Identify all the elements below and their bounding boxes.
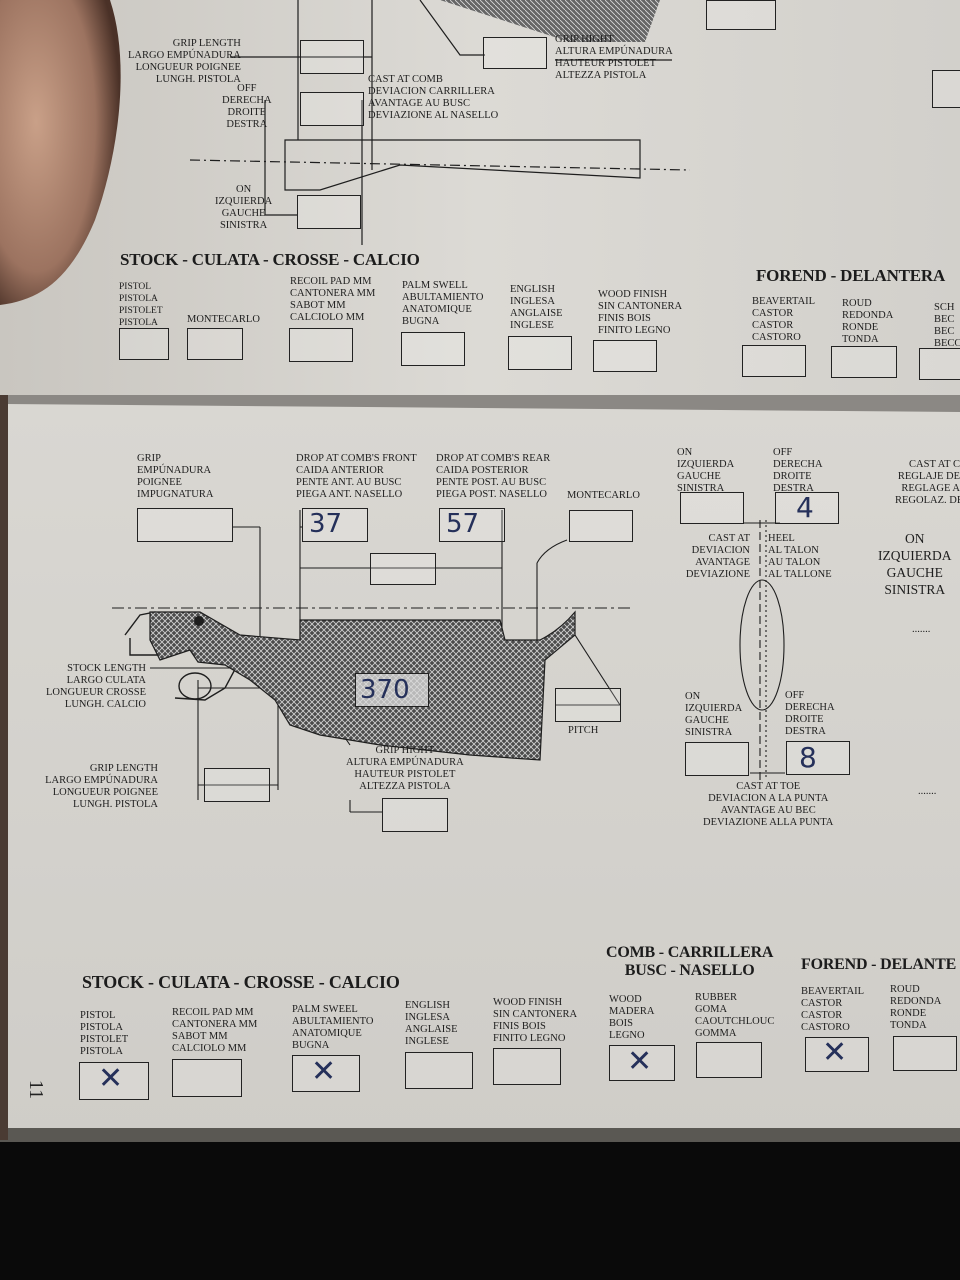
top-cast-off-box[interactable]	[300, 92, 364, 126]
comb-checkbox-wood[interactable]: ✕	[609, 1045, 675, 1081]
top-forend-checkbox-round[interactable]	[831, 346, 897, 378]
top-forend-checkbox-partial[interactable]	[919, 348, 960, 380]
grip-box[interactable]	[137, 508, 233, 542]
top-stock-checkbox-pistol[interactable]	[119, 328, 169, 360]
top-stock-option-montecarlo: MONTECARLO	[187, 314, 260, 325]
montecarlo-label: MONTECARLO	[567, 490, 640, 501]
top-stock-checkbox-montecarlo[interactable]	[187, 328, 243, 360]
comb-checkmark-wood: ✕	[627, 1044, 653, 1079]
cast-toe-off-box[interactable]: 8	[786, 741, 850, 775]
top-forend-checkbox-beavertail[interactable]	[742, 345, 806, 377]
comb-checkbox-rubber[interactable]	[696, 1042, 762, 1078]
top-right-partial-box[interactable]	[932, 70, 960, 108]
forend-checkbox-round[interactable]	[893, 1036, 957, 1071]
cast-heel-on-box[interactable]	[680, 492, 744, 524]
top-stock-checkbox-english[interactable]	[508, 336, 572, 370]
stock-checkbox-english[interactable]	[405, 1052, 473, 1089]
cast-heel-value: 4	[796, 491, 814, 524]
cast-toe-value: 8	[799, 741, 817, 774]
top-cast-on-box[interactable]	[297, 195, 361, 229]
forend-header: FOREND - DELANTE	[801, 956, 957, 973]
top-forend-header: FOREND - DELANTERA	[756, 266, 946, 285]
top-grip-length-box[interactable]	[300, 40, 364, 74]
pitch-box[interactable]	[555, 688, 621, 722]
drop-front-box[interactable]: 37	[302, 508, 368, 542]
top-stock-checkbox-palm[interactable]	[401, 332, 465, 366]
grip-hight-box[interactable]	[382, 798, 448, 832]
top-stock-checkbox-wood[interactable]	[593, 340, 657, 372]
cast-toe-on-box[interactable]	[685, 742, 749, 776]
right-dots-upper: .......	[912, 624, 931, 635]
cast-heel-off-box[interactable]: 4	[775, 492, 839, 524]
stock-checkbox-palm[interactable]: ✕	[292, 1055, 360, 1092]
forend-checkmark-beavertail: ✕	[822, 1035, 848, 1070]
forend-checkbox-beavertail[interactable]: ✕	[805, 1037, 869, 1072]
drop-front-value: 37	[309, 509, 343, 539]
stock-length-value: 370	[360, 675, 410, 705]
grip-length-box[interactable]	[204, 768, 270, 802]
stock-header: STOCK - CULATA - CROSSE - CALCIO	[82, 972, 400, 992]
stock-checkmark-palm: ✕	[311, 1054, 337, 1089]
stock-checkbox-pistol[interactable]: ✕	[79, 1062, 149, 1100]
top-partial-box[interactable]	[706, 0, 776, 30]
drop-rear-value: 57	[446, 509, 480, 539]
stock-checkbox-recoil[interactable]	[172, 1059, 242, 1097]
montecarlo-box[interactable]	[569, 510, 633, 542]
stock-checkbox-wood[interactable]	[493, 1048, 561, 1085]
page-number: 11	[25, 1079, 48, 1100]
right-dots-lower: .......	[918, 786, 937, 797]
top-grip-hight-box[interactable]	[483, 37, 547, 69]
top-stock-header: STOCK - CULATA - CROSSE - CALCIO	[120, 250, 420, 269]
top-stock-option-recoil: RECOIL PAD mmCANTONERA mmSABOT mmCALCIOL…	[290, 276, 376, 323]
pitch-label: PITCH	[568, 725, 599, 736]
drop-rear-box[interactable]: 57	[439, 508, 505, 542]
top-stock-checkbox-recoil[interactable]	[289, 328, 353, 362]
stock-checkmark-pistol: ✕	[98, 1061, 124, 1096]
stock-option-recoil-label: RECOIL PAD mmCANTONERA mmSABOT mmCALCIOL…	[172, 1007, 258, 1054]
comb-length-box[interactable]	[370, 553, 436, 585]
stock-length-box[interactable]: 370	[355, 673, 429, 707]
